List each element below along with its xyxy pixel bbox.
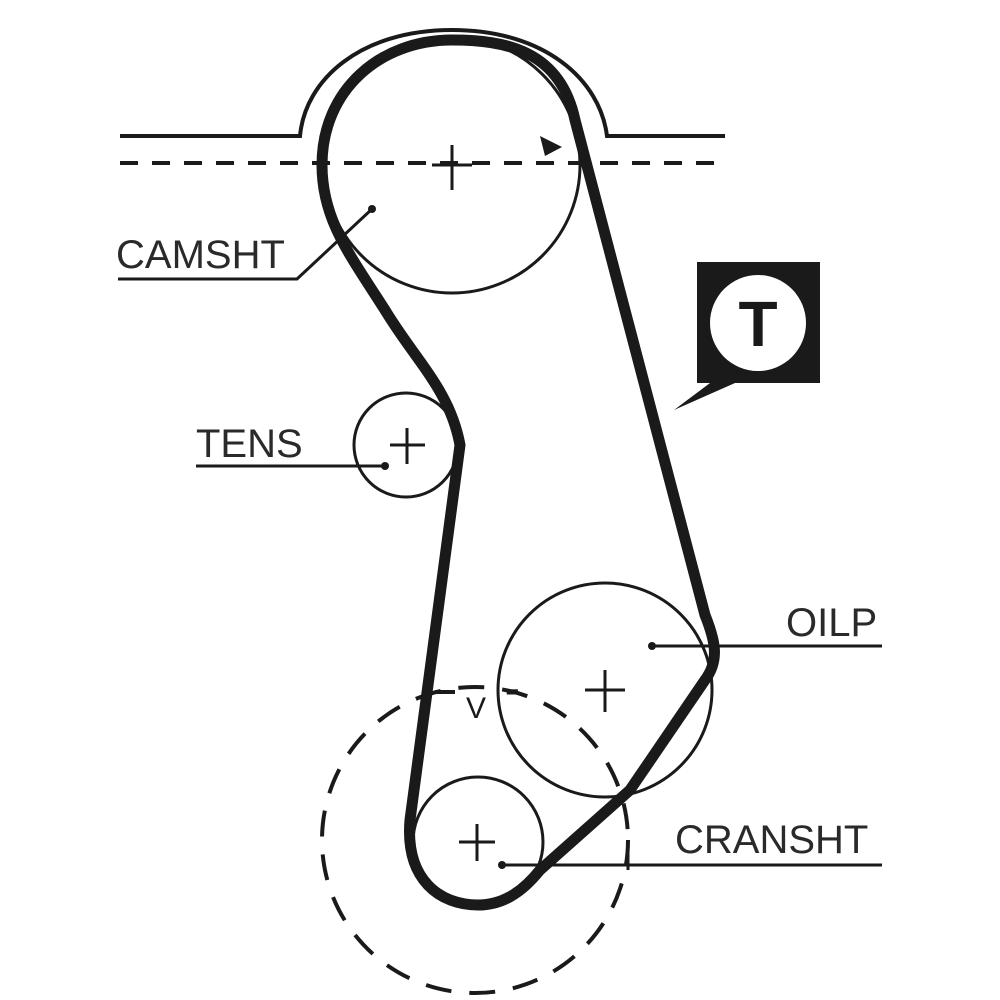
camshaft-center-cross [432,145,472,190]
oil-pump-leader [648,642,882,650]
oil-pump-pulley [496,581,714,799]
measurement-sign: - [505,664,520,713]
crankshaft-center-cross [459,824,495,861]
camshaft-label: CAMSHT [116,233,285,277]
tensioner-leader [196,462,389,470]
oil-pump-center-cross [585,670,625,712]
tensioner-label: TENS [196,422,303,466]
tensioner-center-cross [390,428,425,464]
oil-pump-label: OILP [786,601,877,645]
rotation-direction-arrow [540,136,562,156]
timing-belt [316,34,720,911]
engine-cover-outline [120,27,725,138]
measurement-point-label: V [466,692,486,725]
crankshaft-damper-dashed [320,685,630,995]
crankshaft-label: CRANSHT [675,818,868,862]
crankshaft-leader [498,845,882,870]
tension-badge-label: T [738,288,777,360]
tension-badge-icon: T [674,262,820,410]
camshaft-leader [118,205,376,281]
